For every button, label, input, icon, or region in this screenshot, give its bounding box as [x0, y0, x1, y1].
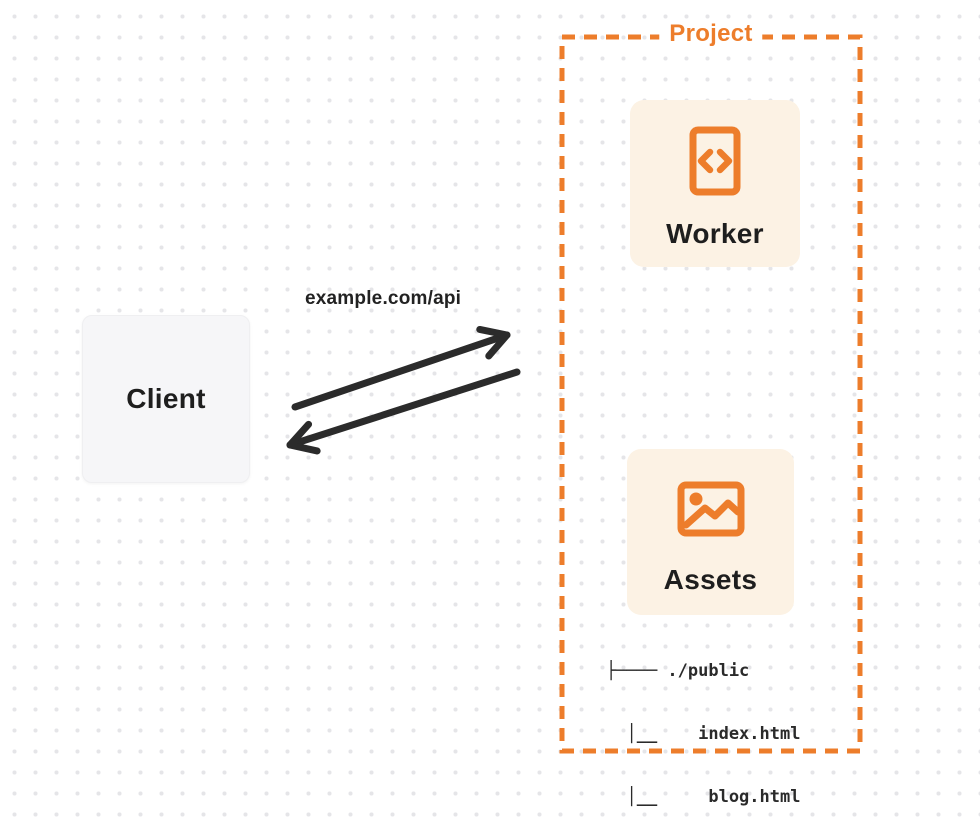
assets-label: Assets — [663, 564, 758, 595]
tree-line-blog: │__ blog.html — [606, 787, 801, 807]
image-icon — [677, 481, 744, 537]
project-label: Project — [659, 20, 763, 48]
client-node: Client — [82, 315, 250, 483]
file-tree: ├──── ./public │__ index.html │__ blog.h… — [606, 619, 800, 818]
request-url-label: example.com/api — [305, 288, 462, 309]
tree-line-index: │__ index.html — [606, 724, 801, 744]
response-arrow — [286, 368, 521, 455]
assets-node: Assets — [627, 449, 794, 615]
worker-node: Worker — [630, 100, 800, 267]
request-arrow — [291, 325, 511, 411]
worker-label: Worker — [666, 218, 764, 249]
tree-line-public: ├──── ./public — [606, 661, 750, 681]
client-label: Client — [126, 383, 206, 414]
code-file-icon — [689, 126, 741, 196]
